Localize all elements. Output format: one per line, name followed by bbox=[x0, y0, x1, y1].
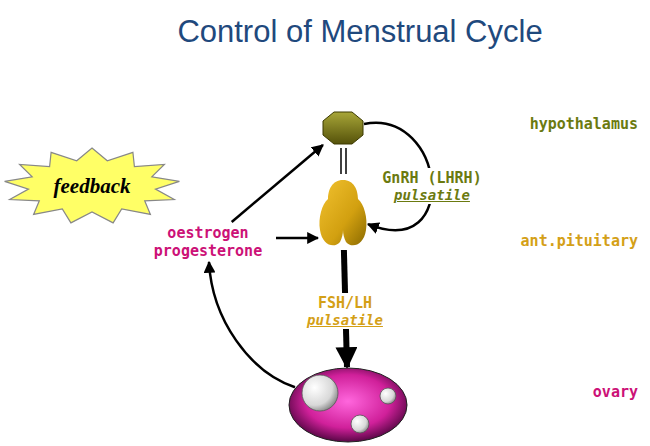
ovary-shape bbox=[289, 368, 407, 442]
slide-title: Control of Menstrual Cycle bbox=[0, 14, 650, 50]
pulsatile-note: pulsatile bbox=[382, 187, 481, 203]
hormone-name: GnRH (LHRH) bbox=[382, 169, 481, 187]
feedback-burst: feedback bbox=[2, 146, 182, 226]
level-label: ovary bbox=[593, 383, 638, 401]
edge-label: FSH/LHpulsatile bbox=[304, 293, 386, 329]
feedback-arrow bbox=[209, 262, 295, 387]
pituitary-node: ant.pituitary bbox=[318, 178, 368, 250]
pituitary-stalk bbox=[345, 148, 347, 174]
follicle bbox=[380, 388, 396, 404]
level-label: ant.pituitary bbox=[521, 232, 638, 250]
feedback-arrow bbox=[276, 237, 318, 240]
feedback-star bbox=[5, 148, 180, 223]
hormone-node: oestrogen progesterone bbox=[140, 222, 276, 262]
ovary-node: ovary bbox=[288, 367, 408, 443]
hormone-name: FSH/LH bbox=[307, 294, 383, 312]
feedback-text: feedback bbox=[54, 174, 131, 199]
feedback-arrow bbox=[232, 145, 323, 222]
hypothalamus-node: hypothalamus bbox=[322, 111, 364, 145]
pituitary-gland bbox=[319, 180, 366, 245]
pulsatile-note: pulsatile bbox=[307, 312, 383, 328]
pituitary-stalk bbox=[340, 148, 342, 174]
hormone-text: oestrogen progesterone bbox=[140, 224, 276, 260]
follicle bbox=[351, 415, 369, 433]
ovary-outline bbox=[288, 367, 408, 443]
level-label: hypothalamus bbox=[530, 115, 638, 133]
edge-label: GnRH (LHRH)pulsatile bbox=[379, 168, 484, 204]
octagon-outline bbox=[322, 111, 364, 145]
hypothalamus-octagon bbox=[323, 112, 363, 144]
pituitary-outline bbox=[318, 178, 368, 250]
follicle bbox=[302, 375, 338, 411]
